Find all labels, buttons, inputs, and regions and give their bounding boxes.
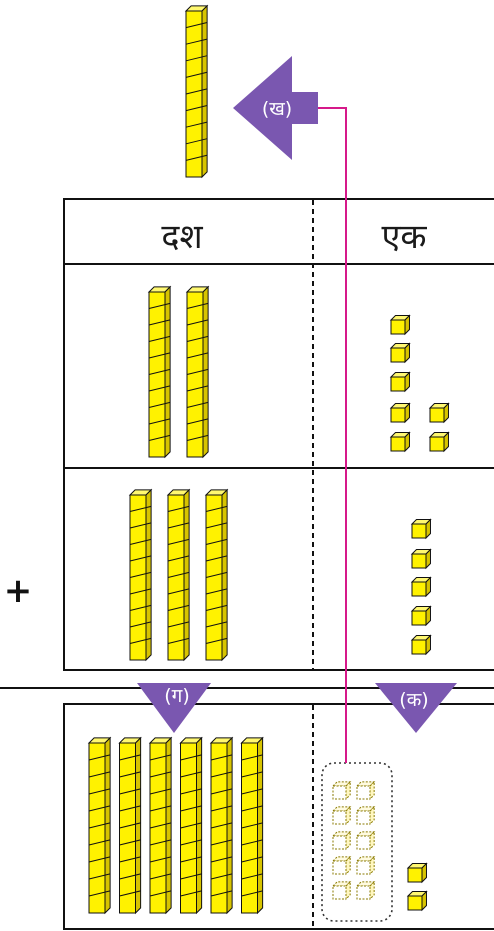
ten-rod (130, 490, 151, 660)
unit-cube (412, 578, 430, 596)
base-ten-blocks (89, 6, 448, 913)
ten-rod (187, 287, 208, 457)
ghost-unit-cube (333, 807, 350, 824)
plus-sign: + (4, 571, 33, 611)
arrow-kh-label: (ख) (262, 98, 292, 120)
arrow-g-label: (ग) (164, 685, 190, 707)
ghost-unit-cube (357, 782, 374, 799)
table-frame (64, 199, 494, 670)
unit-cube (391, 433, 409, 451)
tens-header: दश (161, 217, 203, 257)
carry-line (312, 108, 346, 763)
ten-rod (186, 6, 207, 177)
unit-cube (412, 607, 430, 625)
unit-cube (412, 636, 430, 654)
unit-cube (412, 520, 430, 538)
arrow-k-label: (क) (399, 689, 428, 711)
unit-cube (391, 404, 409, 422)
ten-rod (149, 287, 170, 457)
unit-cube (391, 316, 409, 334)
ten-rod (206, 490, 227, 660)
unit-cube (408, 864, 426, 882)
unit-cube (391, 344, 409, 362)
ghost-unit-cube (357, 882, 374, 899)
ten-rod (89, 738, 110, 913)
unit-cube (430, 404, 448, 422)
ten-rod (211, 738, 232, 913)
ghost-unit-cube (333, 882, 350, 899)
ghost-unit-cube (333, 857, 350, 874)
ten-rod (150, 738, 171, 913)
ghost-unit-cube (333, 782, 350, 799)
unit-cube (412, 550, 430, 568)
unit-cube (391, 373, 409, 391)
ghost-unit-cube (357, 807, 374, 824)
ghost-unit-cube (333, 832, 350, 849)
ghost-unit-cube (357, 832, 374, 849)
ten-rod (168, 490, 189, 660)
ten-rod (242, 738, 263, 913)
unit-cube (430, 433, 448, 451)
ten-rod (181, 738, 202, 913)
ones-header: एक (382, 217, 428, 257)
ten-rod (120, 738, 141, 913)
unit-cube (408, 892, 426, 910)
ghost-unit-cube (357, 857, 374, 874)
